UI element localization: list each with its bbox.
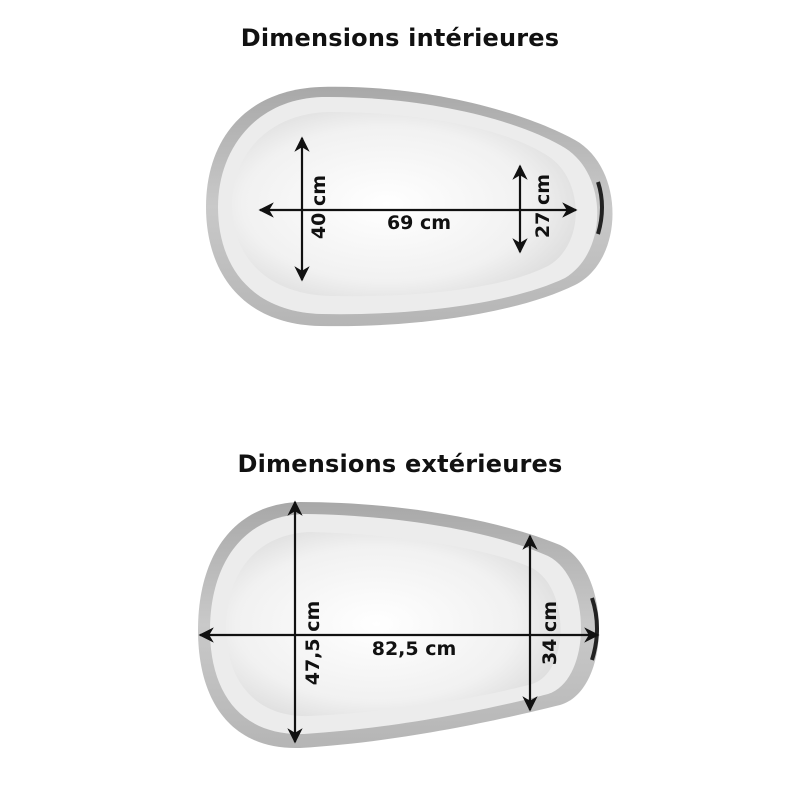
exterior-width-large-label: 47,5 cm [302, 601, 324, 686]
interior-measure-arrows [258, 136, 578, 282]
exterior-width-small-label: 34 cm [539, 601, 561, 665]
interior-width-large-label: 40 cm [308, 175, 330, 239]
interior-dimensions-title: Dimensions intérieures [240, 24, 560, 52]
overflow-slot-icon [596, 181, 604, 235]
exterior-dimensions-title: Dimensions extérieures [237, 450, 563, 478]
interior-length-label: 69 cm [387, 212, 451, 234]
exterior-measure-arrows [198, 500, 600, 744]
interior-width-small-label: 27 cm [532, 174, 554, 238]
exterior-length-label: 82,5 cm [372, 638, 457, 660]
